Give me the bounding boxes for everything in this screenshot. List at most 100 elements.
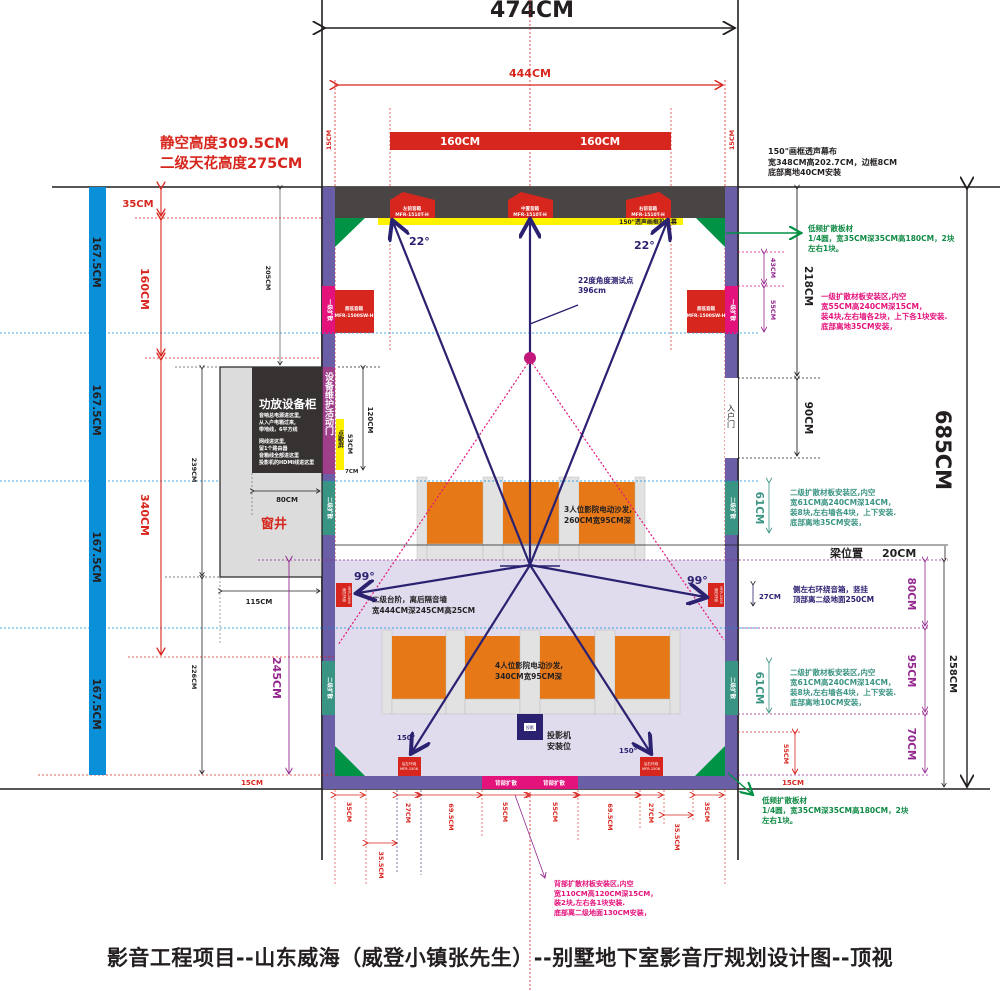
note-line: 装8块,左右墙各4块，上下安装. xyxy=(790,688,897,697)
svg-text:55CM: 55CM xyxy=(551,802,559,822)
screen-spec-note: 150"画框透声幕布 宽348CM高202.7CM，边框8CM 底部离地40CM… xyxy=(768,147,897,179)
svg-text:后右环绕: 后右环绕 xyxy=(644,761,659,766)
svg-text:MFR-1506: MFR-1506 xyxy=(719,586,723,604)
svg-text:从入户电箱过来,: 从入户电箱过来, xyxy=(259,419,296,426)
svg-text:右前音箱: 右前音箱 xyxy=(638,205,657,212)
svg-text:带地线，6平方线: 带地线，6平方线 xyxy=(259,426,297,433)
rear-diffuser-pointer xyxy=(514,794,545,878)
amp-cabinet-title: 功放设备柜 xyxy=(259,397,317,411)
window-well-label: 窗井 xyxy=(261,516,287,532)
ruler-segment-2: 167.5CM xyxy=(90,384,102,435)
projector-label-2: 安装位 xyxy=(547,741,571,751)
dim-474-label: 474CM xyxy=(490,0,574,23)
svg-text:网线进这里,: 网线进这里, xyxy=(259,438,286,445)
viewing-cone-right xyxy=(529,359,725,641)
rear-left-surround-speaker: 后左环绕 MFR-1506 xyxy=(398,757,421,776)
secondary-diffuser-right-1 xyxy=(725,481,738,535)
ruler-segment-3: 167.5CM xyxy=(90,531,102,582)
note-line: 1/4圆，宽35CM深35CM高180CM，2块 xyxy=(808,234,955,243)
maintenance-door xyxy=(322,367,335,474)
svg-text:27CM: 27CM xyxy=(647,803,655,823)
maintenance-door-label: 设备维护活动门 xyxy=(323,371,335,436)
primary-diffuser-note: 一级扩散材板安装区,内空 宽55CM高240CM深15CM， 装4块,左右墙各2… xyxy=(821,292,947,332)
dim-90-label: 90CM xyxy=(802,402,814,435)
angle-99-right: 99° xyxy=(687,574,708,587)
primary-diffuser-left xyxy=(322,286,335,334)
note-line: 左右1块。 xyxy=(762,816,798,825)
svg-text:后左环绕: 后左环绕 xyxy=(402,761,417,766)
bottom-dimension-chain xyxy=(336,795,724,843)
beam-20-label: 20CM xyxy=(882,547,916,560)
top-offset-left-label: 15CM xyxy=(325,130,333,150)
clear-height-label: 静空高度309.5CM xyxy=(160,136,289,152)
note-line: 装2块,左右各1块安装. xyxy=(554,899,626,907)
dim-218-label: 218CM xyxy=(802,266,814,306)
karaoke-screen-label: 点歌屏 xyxy=(337,429,345,449)
dim-80-label: 80CM xyxy=(276,496,298,504)
front-left-speaker: 左前音箱 MFR-1510T-H xyxy=(390,192,435,218)
note-line: 宽348CM高202.7CM，边框8CM xyxy=(768,157,898,167)
screen-segment-left xyxy=(390,132,530,150)
note-line: 150"画框透声幕布 xyxy=(768,147,837,156)
bass-trap-top-note: 低频扩散板材 1/4圆，宽35CM深35CM高180CM，2块 左右1块。 xyxy=(808,224,954,254)
svg-text:35CM: 35CM xyxy=(703,802,711,822)
svg-text:MFR-1506: MFR-1506 xyxy=(400,767,419,771)
bass-trap-rear-right xyxy=(695,746,725,776)
sofa-row-1-size: 260CM宽95CM深 xyxy=(564,515,632,525)
svg-text:55CM: 55CM xyxy=(501,802,509,822)
subwoofer-left: 超低音箱 MFR-1500SW-H xyxy=(334,290,374,333)
secondary-diffuser-label: 二级扩散 xyxy=(729,497,737,520)
svg-text:音箱线全部进这里: 音箱线全部进这里 xyxy=(259,452,299,459)
dim-55b-label: 55CM xyxy=(782,744,790,764)
svg-text:音响总电源进这里,: 音响总电源进这里, xyxy=(259,412,301,419)
dim-27-label: 27CM xyxy=(759,593,781,601)
svg-text:中置音箱: 中置音箱 xyxy=(521,205,539,212)
viewing-cone-left xyxy=(337,359,531,646)
note-line: 一级扩散材板安装区,内空 xyxy=(821,292,907,301)
dim-61b-label: 61CM xyxy=(753,672,765,705)
platform-size: 宽444CM深245CM高25CM xyxy=(372,605,475,615)
dim-15-left-label: 15CM xyxy=(241,779,263,787)
note-line: 底部离地10CM安装， xyxy=(790,698,866,707)
primary-diffuser-right xyxy=(725,286,738,334)
svg-text:左前音箱: 左前音箱 xyxy=(403,205,421,212)
svg-text:留1个路由器: 留1个路由器 xyxy=(259,445,288,452)
rear-right-surround-speaker: 后右环绕 MFR-1506 xyxy=(640,757,663,776)
bass-trap-front-right xyxy=(696,218,725,247)
dim-340-label: 340CM xyxy=(138,494,151,536)
note-line: 宽61CM高240CM深14CM， xyxy=(790,678,896,687)
secondary-diffuser-left-1 xyxy=(322,481,335,535)
ruler-segment-4: 167.5CM xyxy=(90,678,102,729)
dim-685-label: 685CM xyxy=(931,410,955,490)
svg-text:35.5CM: 35.5CM xyxy=(673,823,681,850)
note-line: 低频扩散板材 xyxy=(808,224,853,233)
svg-text:MFR-1506: MFR-1506 xyxy=(642,767,661,771)
svg-text:MFR-1506: MFR-1506 xyxy=(347,586,351,604)
dim-226-label: 226CM xyxy=(190,665,198,690)
dim-115-label: 115CM xyxy=(246,598,273,606)
dim-245-label: 245CM xyxy=(270,657,283,699)
dim-35-label: 35CM xyxy=(122,199,153,210)
dim-7-label: 7CM xyxy=(345,469,358,475)
dim-120-label: 120CM xyxy=(366,407,374,434)
secondary-diffuser-note-2: 二级扩散材板安装区,内空 宽61CM高240CM深14CM， 装8块,左右墙各4… xyxy=(790,668,896,708)
rear-diffuser-right xyxy=(530,776,578,789)
bass-trap-bottom-note: 低频扩散板材 1/4圆，宽35CM深35CM高180CM，2块 左右1块。 xyxy=(762,796,908,826)
screen-segment-right xyxy=(530,132,671,150)
note-line: 侧左右环绕音箱，竖挂 xyxy=(793,585,868,594)
angle-22-right: 22° xyxy=(634,239,655,252)
screen-segment-left-label: 160CM xyxy=(440,136,480,148)
rear-diffuser-right-label: 背部扩散 xyxy=(543,779,566,787)
svg-text:超低音箱: 超低音箱 xyxy=(344,305,363,312)
note-line: 装4块,左右墙各2块，上下各1块安装. xyxy=(821,312,948,321)
angle-22-left: 22° xyxy=(409,235,430,248)
side-right-surround-speaker: 侧右环绕 MFR-1506 xyxy=(708,583,724,607)
dim-160-label: 160CM xyxy=(138,268,151,310)
note-line: 二级扩散材板安装区,内空 xyxy=(790,668,876,677)
dim-205-label: 205CM xyxy=(264,266,272,291)
dim-55-label: 55CM xyxy=(769,300,777,320)
svg-text:69.5CM: 69.5CM xyxy=(447,803,455,830)
entrance-door-label: 入户门 xyxy=(727,404,736,429)
rear-diffuser-note: 背部扩散材板安装区,内空 宽110CM高120CM深15CM， 装2块,左右各1… xyxy=(554,880,657,918)
